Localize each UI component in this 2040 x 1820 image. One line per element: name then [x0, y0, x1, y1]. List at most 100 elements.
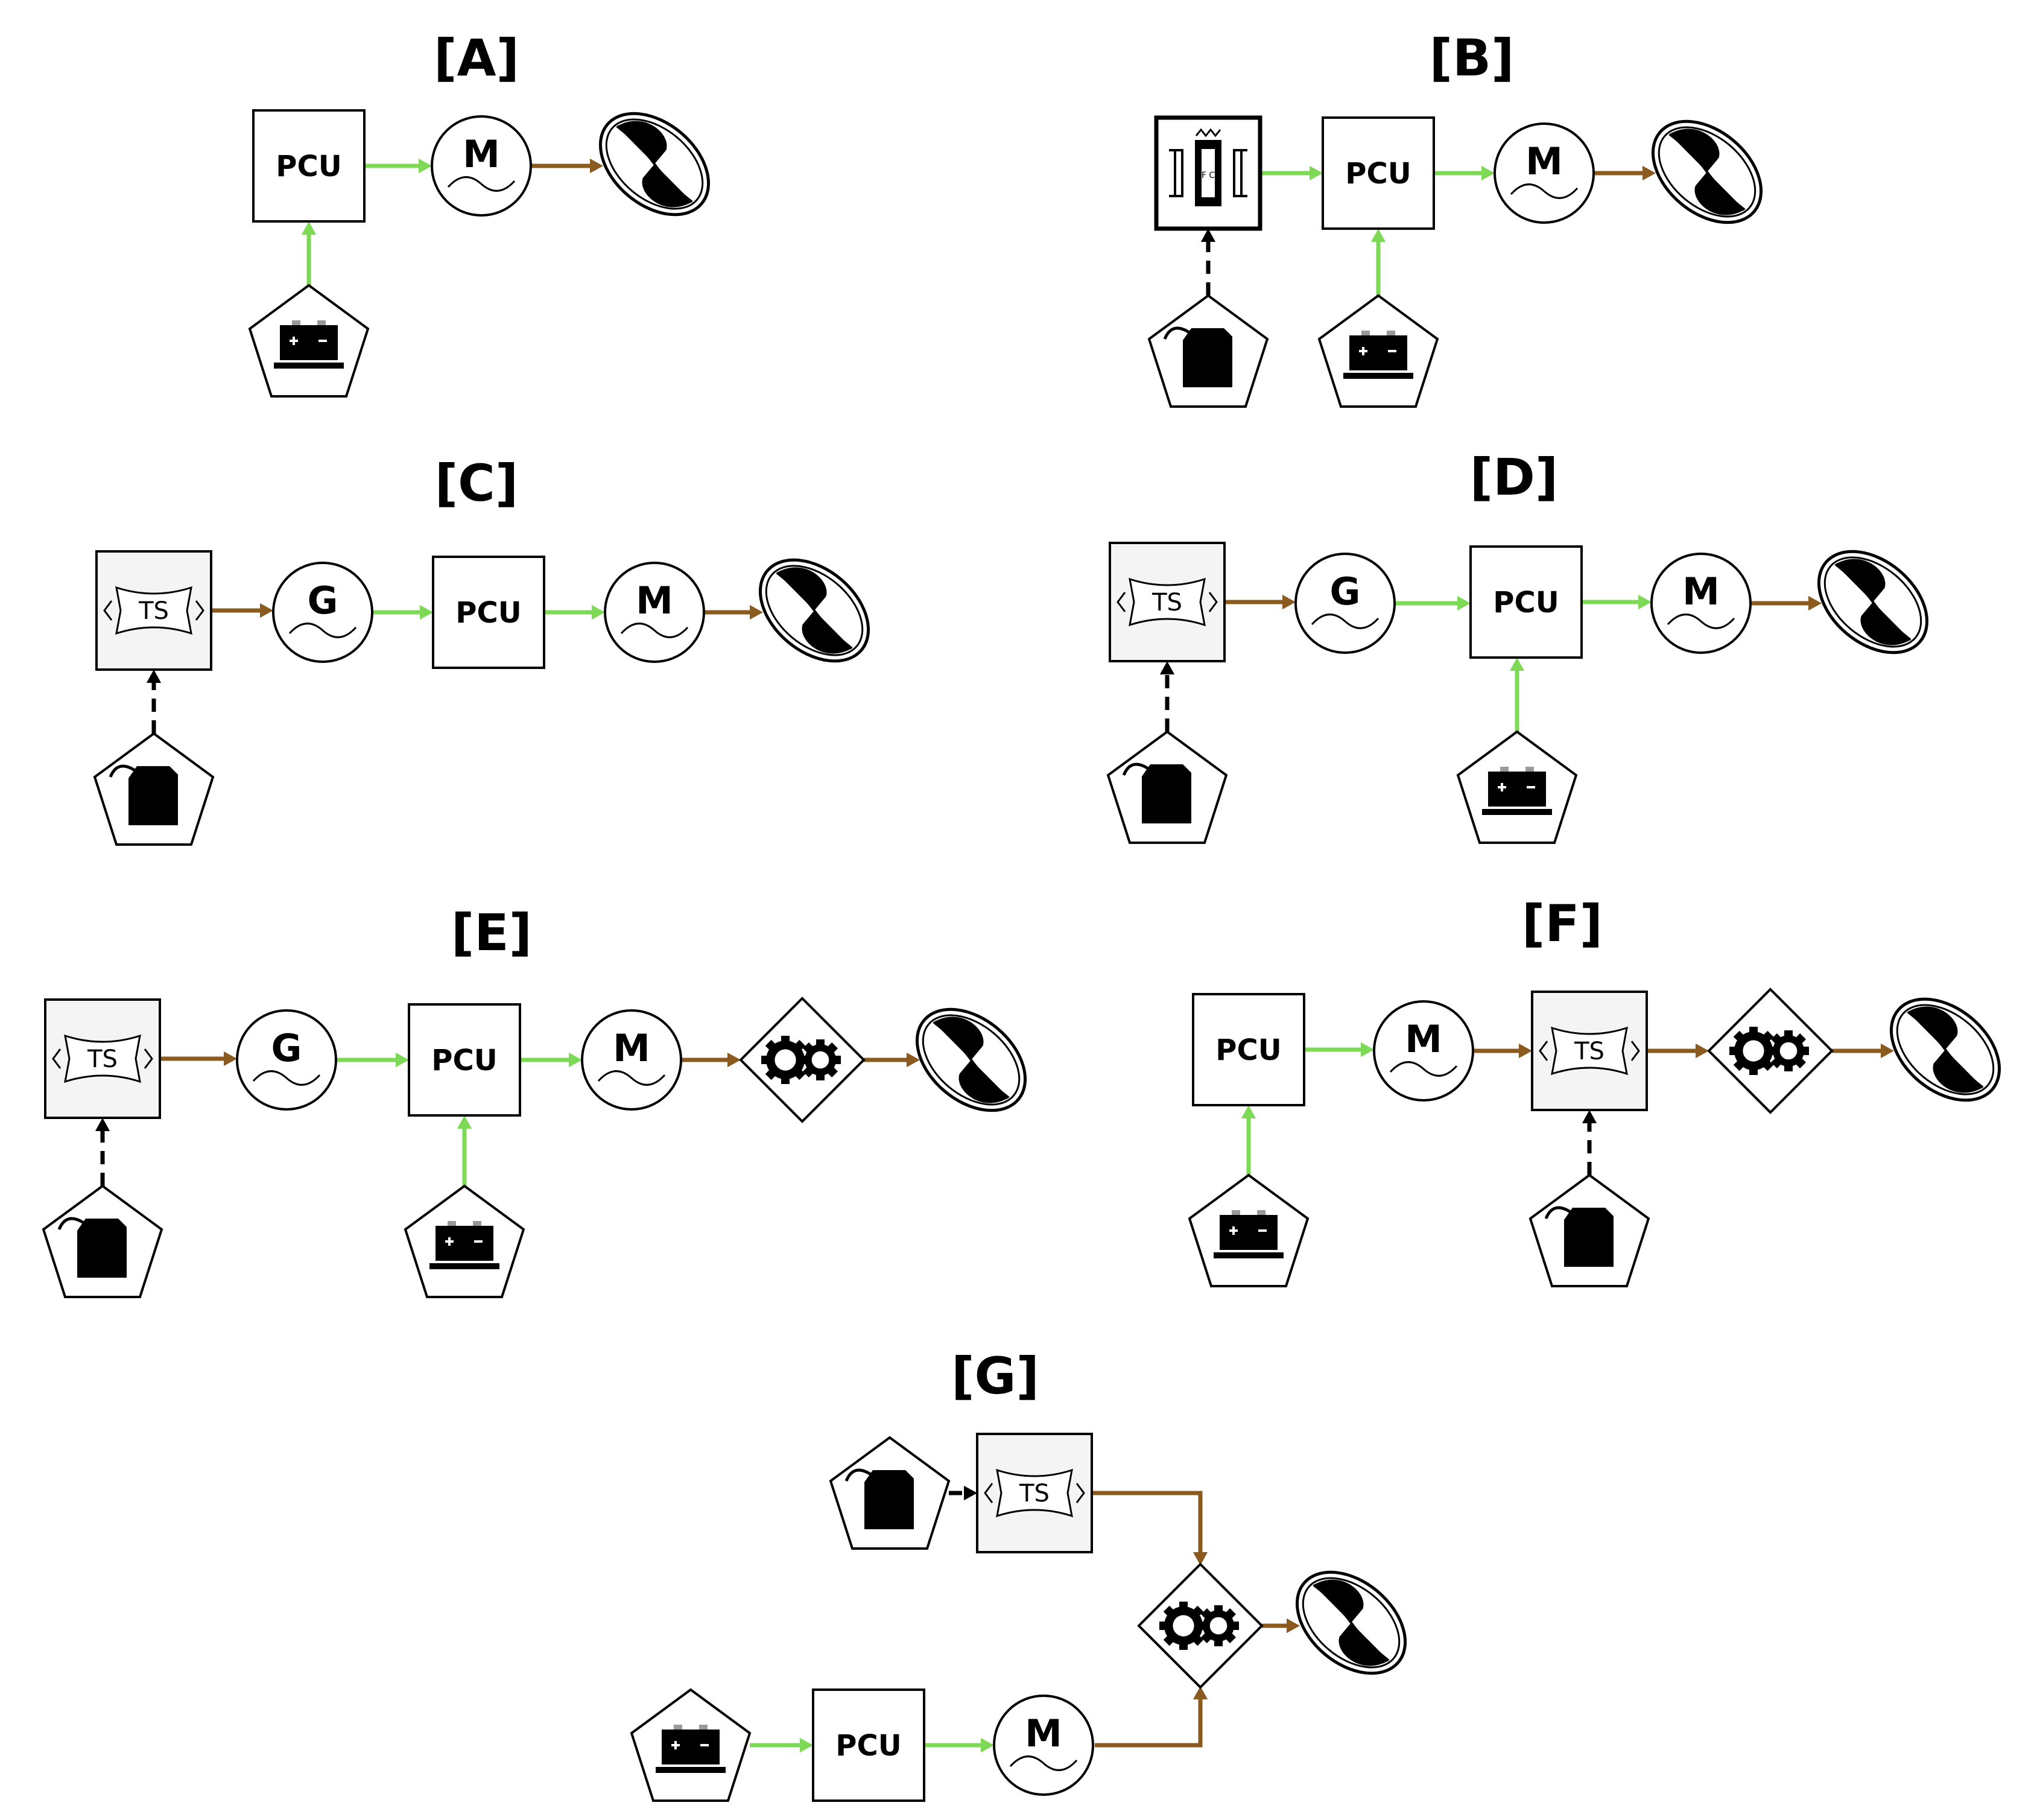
arrowhead	[1361, 1042, 1374, 1057]
turbine-component: TS	[1531, 991, 1648, 1111]
ac-wave-icon	[252, 1070, 321, 1086]
arrowhead	[146, 670, 162, 683]
panel-label: [E]	[451, 903, 532, 962]
arrowhead	[1481, 165, 1495, 181]
battery-component	[248, 284, 370, 398]
generator-label: G	[271, 1026, 302, 1070]
pcu-component: PCU	[1469, 545, 1583, 659]
battery-component	[404, 1184, 525, 1298]
motor-circle	[1650, 553, 1752, 654]
fuel-component	[42, 1184, 163, 1298]
generator-component: G	[236, 1009, 337, 1111]
arrowhead	[396, 1052, 409, 1068]
arrowhead	[1519, 1043, 1532, 1059]
mechanical-flow-arrow	[1750, 595, 1822, 611]
turbine-label: TS	[138, 597, 169, 625]
arrowhead	[964, 1485, 977, 1501]
intake-chevron-icon	[1117, 592, 1126, 612]
mechanical-flow-arrow	[864, 1052, 920, 1068]
mechanical-flow-arrow	[1647, 1043, 1709, 1059]
exhaust-chevron-icon	[195, 600, 204, 621]
turbine-box	[976, 1433, 1093, 1553]
arrowhead	[224, 1051, 237, 1067]
ac-wave-icon	[1667, 614, 1735, 629]
propeller-icon	[1295, 1570, 1407, 1675]
diagram-panel: [B]	[1430, 28, 1515, 87]
mechanical-flow-arrow	[681, 1052, 741, 1068]
arrowhead	[981, 1737, 994, 1753]
arrowhead	[1282, 594, 1296, 610]
electrode-left-icon	[1169, 149, 1183, 197]
electric-flow-arrow	[1395, 595, 1471, 611]
arrowhead	[569, 1052, 582, 1068]
arrowhead	[419, 158, 432, 174]
turbine-shaft-icon	[1129, 577, 1206, 627]
arrowhead	[1287, 1618, 1300, 1634]
turbine-box	[1531, 991, 1648, 1111]
propeller-component	[758, 558, 870, 663]
electrode-right-icon	[1233, 149, 1247, 197]
ac-wave-icon	[1009, 1755, 1078, 1771]
motor-circle	[581, 1009, 682, 1111]
generator-component: G	[272, 562, 373, 663]
arrowhead	[1370, 229, 1386, 242]
turbine-component: TS	[1109, 542, 1226, 662]
arrowhead	[1457, 595, 1471, 611]
gearbox-component	[739, 997, 866, 1123]
pcu-component: PCU	[252, 109, 366, 223]
arrowhead	[260, 603, 273, 618]
pcu-box	[1469, 545, 1583, 659]
turbine-label: TS	[1151, 589, 1182, 617]
motor-circle	[431, 115, 532, 217]
propeller-component	[915, 1007, 1027, 1112]
motor-component: M	[604, 562, 705, 663]
fuel-can-icon	[109, 764, 178, 825]
fuel-cell-label: F C	[1202, 171, 1215, 180]
arrowhead	[750, 604, 763, 620]
fuel-component	[1106, 730, 1228, 844]
arrowhead	[907, 1052, 920, 1068]
fuel-flow-arrow	[1200, 229, 1216, 296]
fuel-flow-arrow	[1159, 661, 1175, 732]
generator-circle	[1294, 553, 1396, 654]
electric-flow-arrow	[544, 604, 605, 620]
turbine-shaft-icon	[64, 1034, 141, 1083]
battery-icon	[1214, 1210, 1284, 1258]
gearbox-component	[1707, 988, 1834, 1114]
pcu-label: PCU	[276, 150, 341, 183]
diagram-panel: [A]	[434, 28, 519, 87]
ac-wave-icon	[447, 176, 516, 192]
mechanical-flow-arrow	[1594, 165, 1656, 181]
propeller-icon	[758, 558, 870, 663]
motor-circle	[993, 1695, 1094, 1796]
electric-flow-arrow	[1509, 658, 1525, 732]
exhaust-chevron-icon	[144, 1048, 153, 1069]
arrowhead	[1881, 1043, 1894, 1059]
fuel-cell-component: F C	[1154, 115, 1262, 231]
electric-flow-arrow	[1582, 594, 1652, 610]
propeller-icon	[1817, 550, 1929, 655]
arrowhead	[800, 1737, 813, 1753]
mechanical-flow-arrow	[1832, 1043, 1894, 1059]
mechanical-flow-arrow	[160, 1051, 237, 1067]
propeller-icon	[1651, 119, 1763, 224]
pcu-component: PCU	[1322, 116, 1435, 230]
arrowhead	[727, 1052, 741, 1068]
turbine-component: TS	[976, 1433, 1093, 1553]
fuel-flow-arrow	[95, 1118, 110, 1186]
electric-flow-arrow	[750, 1737, 813, 1753]
pcu-label: PCU	[455, 596, 521, 630]
arrowhead	[590, 158, 603, 174]
pcu-box	[408, 1003, 521, 1117]
pcu-label: PCU	[835, 1729, 901, 1763]
arrowhead	[1310, 165, 1323, 181]
mechanical-flow-arrow	[1262, 1618, 1300, 1634]
propeller-component	[1295, 1570, 1407, 1675]
pcu-label: PCU	[1493, 586, 1559, 620]
electric-flow-arrow	[364, 158, 432, 174]
battery-component	[1456, 730, 1578, 844]
motor-label: M	[613, 1026, 650, 1070]
arrowhead	[1642, 165, 1656, 181]
motor-circle	[1373, 1000, 1474, 1102]
electric-flow-arrow	[1241, 1105, 1256, 1175]
